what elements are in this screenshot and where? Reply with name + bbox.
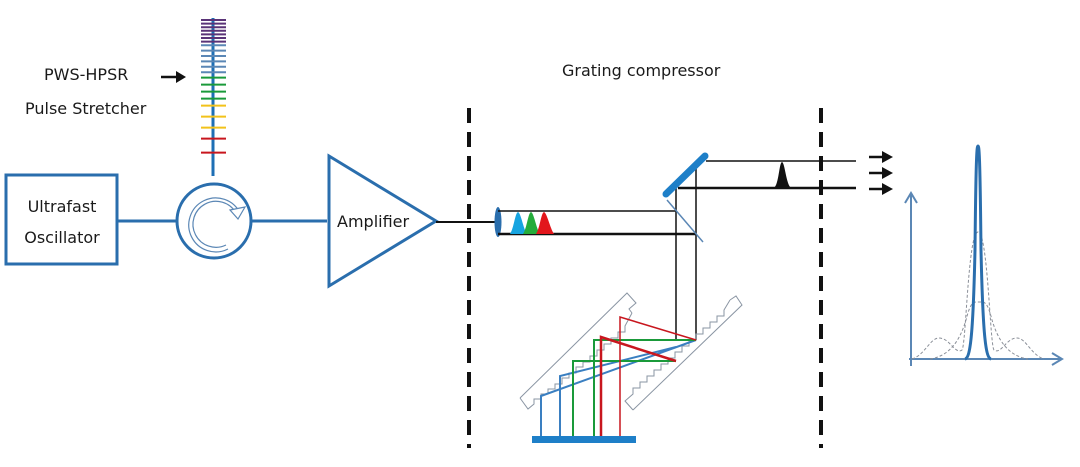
- pulse-profile-plot: [904, 144, 1064, 366]
- dispersed-rays: [540, 315, 697, 436]
- circulator-icon: [175, 182, 253, 260]
- grating-compressor-title: Grating compressor: [562, 61, 721, 80]
- roof-mirror: [532, 436, 636, 443]
- oscillator-label-line1: Ultrafast: [28, 197, 97, 216]
- compressor-beams: [498, 160, 856, 340]
- pulse-stretcher-grating: [201, 18, 226, 176]
- amplifier-triangle: Amplifier: [327, 153, 439, 289]
- dashed-profile-wide: [911, 231, 1045, 360]
- stretcher-pointer-arrow-icon: [161, 71, 186, 83]
- dashed-profile-mid: [929, 301, 1029, 360]
- diffraction-grating-left: [519, 292, 637, 410]
- ultrafast-oscillator-box: Ultrafast Oscillator: [4, 173, 119, 266]
- output-arrows-icon: [869, 151, 893, 195]
- stretcher-label-line1: PWS-HPSR: [44, 65, 128, 84]
- oscillator-label-line2: Oscillator: [24, 228, 100, 247]
- compressed-pulse: [774, 162, 791, 188]
- amplifier-label: Amplifier: [337, 212, 410, 231]
- stretched-pulses: [510, 212, 554, 234]
- pickoff-mirror: [666, 199, 704, 243]
- stretcher-label-line2: Pulse Stretcher: [25, 99, 147, 118]
- diffraction-grating-right: [624, 295, 743, 411]
- fold-mirror: [662, 152, 709, 198]
- compressed-pulse-profile: [964, 144, 992, 361]
- collimating-lens: [494, 207, 502, 237]
